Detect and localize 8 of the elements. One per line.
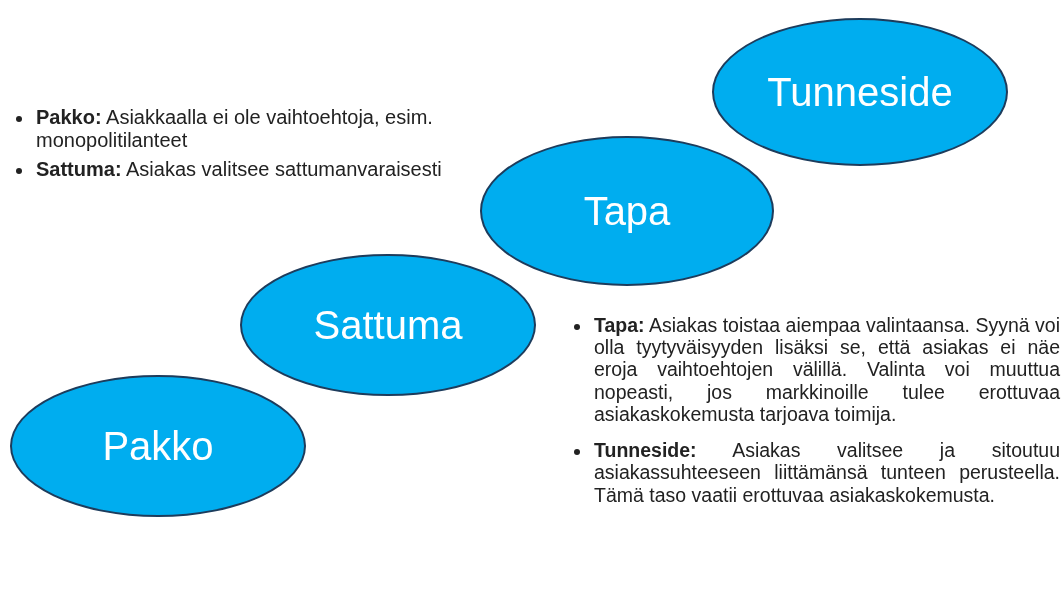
node-label: Tapa [583,188,671,234]
bullet-text: Tunneside: Asiakas valitsee ja sitoutuu asiakassuhteeseen liittämänsä tunteen perusteella. Tämä taso vaatii erottuvaa asiakaskokemusta. [594,439,1060,506]
bullet-text: Pakko: Asiakkaalla ei ole vaihtoehtoja, esim. monopolitilanteet [36,106,434,152]
node-label: Sattuma [313,302,463,348]
node-label: Pakko [102,423,214,469]
node-label: Tunneside [767,69,953,115]
bullet-text: Tapa: Asiakas toistaa aiempaa valintaansa. Syynä voi olla tyytyväisyyden lisäksi se, että asiakas ei näe eroja vaihtoehtojen välillä. Valinta voi muuttua nopeasti, jos markkinoille tulee erottuvaa asiakaskokemusta tarjoava toimija. [594,314,1060,426]
bullet-text: Sattuma: Asiakas valitsee sattumanvaraisesti [36,157,442,181]
